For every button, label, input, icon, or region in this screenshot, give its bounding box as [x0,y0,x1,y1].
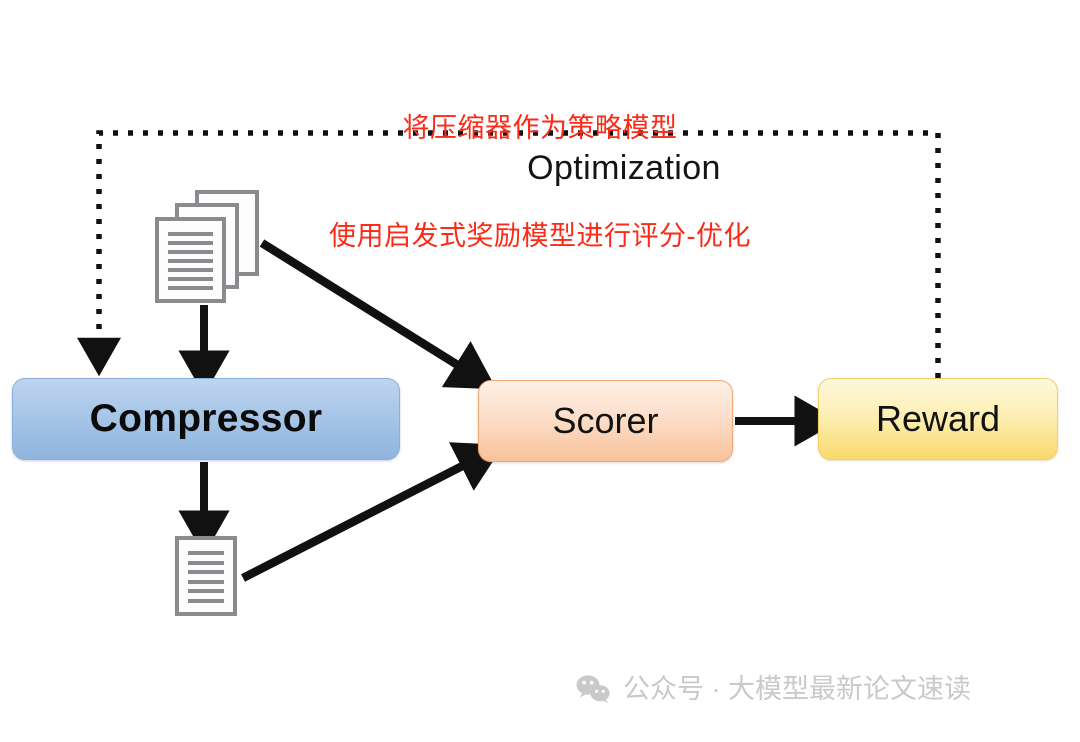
annotation-line-1: 将压缩器作为策略模型 [402,113,678,143]
documents-stack-icon [155,190,259,303]
node-reward-label: Reward [875,398,1001,440]
node-scorer[interactable]: Scorer [478,380,733,462]
annotation-text: 将压缩器作为策略模型 使用启发式奖励模型进行评分-优化 [0,38,1080,326]
watermark-text: 公众号 · 大模型最新论文速读 [623,674,971,704]
node-scorer-label: Scorer [552,400,659,442]
edge-document-to-scorer [241,442,504,582]
wechat-icon [576,675,610,704]
document-sheet [175,536,237,616]
document-text-lines [168,232,213,290]
document-text-lines [188,551,224,603]
optimization-label: Optimization [527,149,721,187]
watermark: 公众号 · 大模型最新论文速读 [575,672,971,706]
document-icon [175,536,237,616]
node-reward[interactable]: Reward [818,378,1058,460]
node-compressor-label: Compressor [89,396,323,440]
node-compressor[interactable]: Compressor [12,378,400,460]
annotation-line-2: 使用启发式奖励模型进行评分-优化 [329,221,751,251]
document-sheet-front [155,217,226,303]
